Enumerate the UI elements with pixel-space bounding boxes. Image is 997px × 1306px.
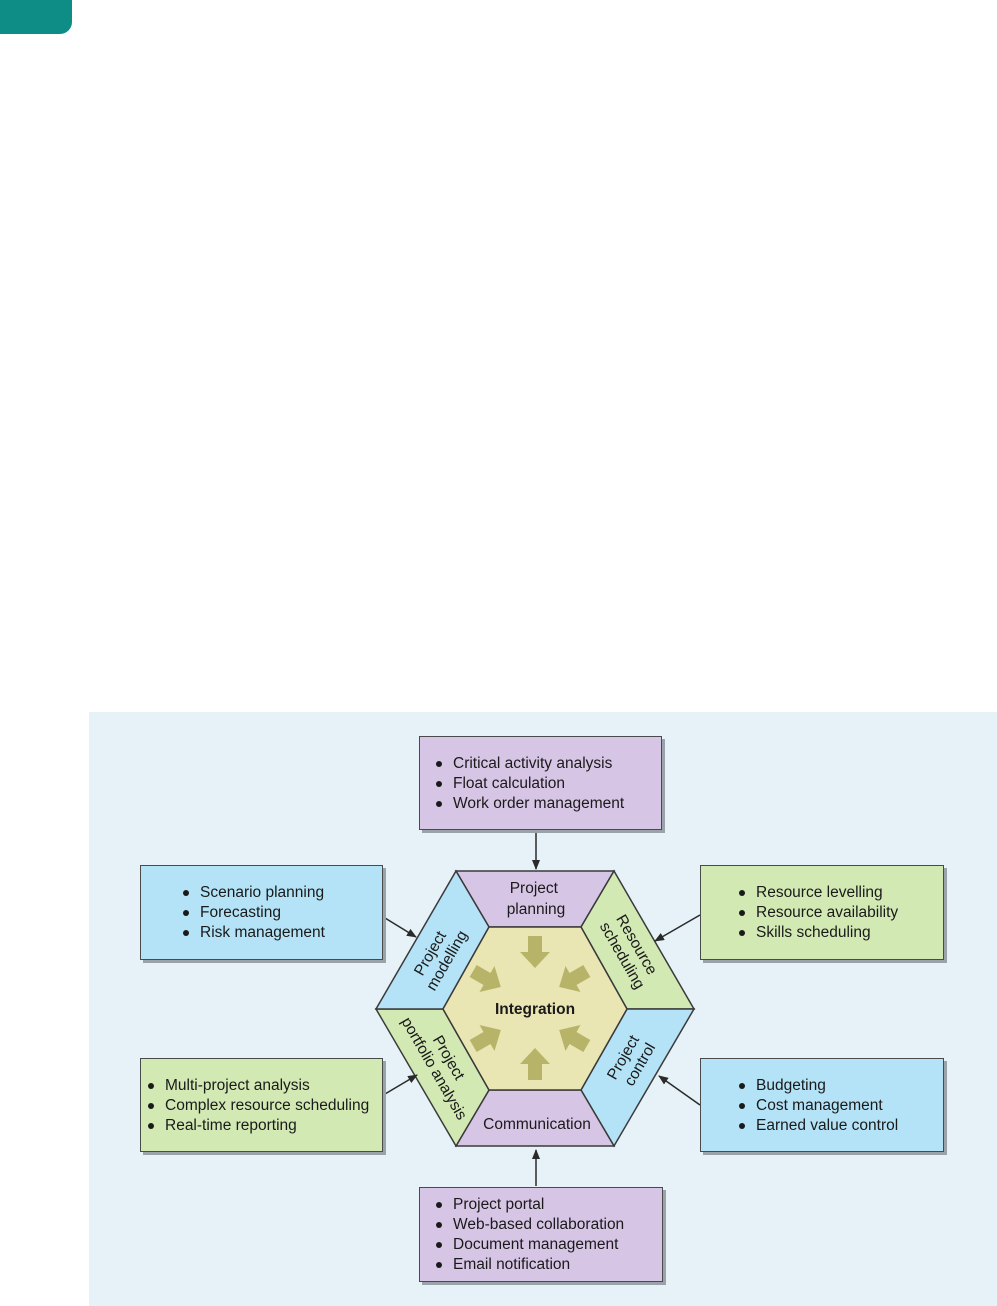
list-item: Multi-project analysis <box>146 1076 382 1096</box>
chapter-tab-marker <box>0 0 72 34</box>
box-project-modelling-features: Scenario planning Forecasting Risk manag… <box>140 865 383 960</box>
connector-lower-left <box>384 1074 418 1095</box>
list-item: Earned value control <box>737 1116 943 1136</box>
list-item: Budgeting <box>737 1076 943 1096</box>
segment-label-bottom: Communication <box>483 1116 591 1133</box>
list-item: Cost management <box>737 1096 943 1116</box>
inward-arrow-upper-left <box>469 964 501 992</box>
inward-arrow-bottom <box>520 1048 550 1080</box>
list-item: Web-based collaboration <box>434 1215 662 1235</box>
figure-panel: Integration Project planning Resource sc… <box>89 712 997 1306</box>
inward-arrows <box>469 936 591 1080</box>
list-item: Work order management <box>434 794 661 814</box>
inward-arrow-top <box>520 936 550 968</box>
list-item: Float calculation <box>434 774 661 794</box>
list-item: Scenario planning <box>181 883 382 903</box>
list-item: Email notification <box>434 1255 662 1275</box>
list-item: Skills scheduling <box>737 923 943 943</box>
list-item: Document management <box>434 1235 662 1255</box>
list-item: Critical activity analysis <box>434 754 661 774</box>
list-item: Resource levelling <box>737 883 943 903</box>
list-item: Risk management <box>181 923 382 943</box>
list-item: Real-time reporting <box>146 1116 382 1136</box>
integration-hexagon-diagram: Integration Project planning Resource sc… <box>374 831 701 1186</box>
inward-arrow-lower-left <box>469 1025 501 1053</box>
box-portfolio-analysis-features: Multi-project analysis Complex resource … <box>140 1058 383 1152</box>
connector-upper-left <box>384 917 417 938</box>
list-item: Resource availability <box>737 903 943 923</box>
inward-arrow-lower-right <box>559 1025 591 1053</box>
connector-upper-right <box>654 914 701 942</box>
list-item: Complex resource scheduling <box>146 1096 382 1116</box>
core-label: Integration <box>495 1001 575 1018</box>
list-item: Project portal <box>434 1195 662 1215</box>
segment-label-top: Project planning <box>507 880 566 918</box>
inward-arrow-upper-right <box>559 964 591 992</box>
box-project-control-features: Budgeting Cost management Earned value c… <box>700 1058 944 1152</box>
box-project-planning-features: Critical activity analysis Float calcula… <box>419 736 662 830</box>
box-resource-scheduling-features: Resource levelling Resource availability… <box>700 865 944 960</box>
list-item: Forecasting <box>181 903 382 923</box>
connector-lower-right <box>658 1075 701 1106</box>
box-communication-features: Project portal Web-based collaboration D… <box>419 1187 663 1282</box>
